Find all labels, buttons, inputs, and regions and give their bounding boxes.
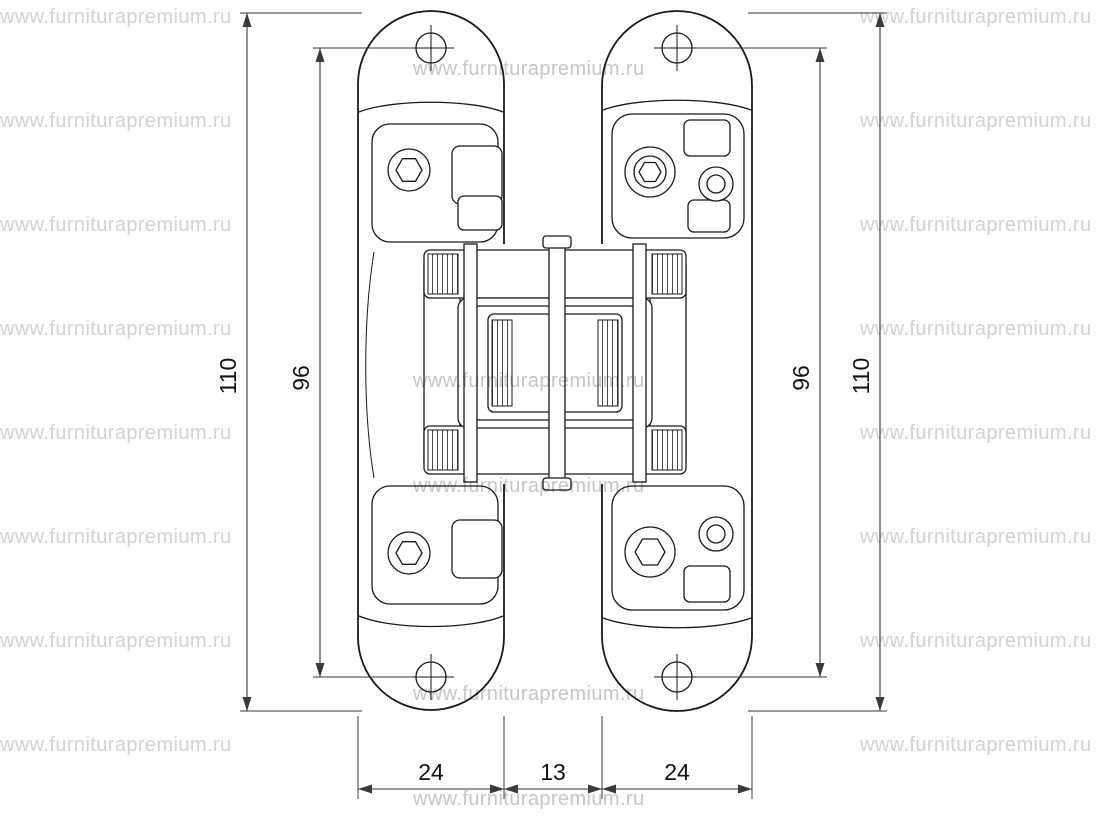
right-top-adjust-screw xyxy=(698,166,734,202)
right-top-screw-hole xyxy=(654,25,700,71)
dimension-110-left: 110 xyxy=(215,12,362,712)
right-top-hex-bolt xyxy=(624,146,676,198)
dimension-label-110-right: 110 xyxy=(848,358,874,395)
left-bottom-hex-bolt xyxy=(387,531,431,575)
right-bottom-screw-hole xyxy=(654,654,700,700)
linkage-center-pivot xyxy=(548,239,566,489)
left-top-screw-hole xyxy=(408,25,454,71)
dimension-96-left: 96 xyxy=(288,47,412,678)
dimension-label-24-right: 24 xyxy=(664,759,690,785)
dimension-96-right: 96 xyxy=(696,47,827,678)
dimension-label-96-right: 96 xyxy=(788,365,814,391)
linkage-right-pin xyxy=(632,243,647,483)
hinge-linkage-mechanism xyxy=(423,235,687,491)
dimension-label-24-left: 24 xyxy=(418,759,444,785)
linkage-left-pin xyxy=(463,243,478,483)
right-bottom-adjust-screw xyxy=(698,516,734,552)
dimension-label-13-center: 13 xyxy=(540,759,566,785)
dimension-110-right: 110 xyxy=(748,12,887,712)
dimension-bottom-widths: 24 13 24 xyxy=(357,716,753,799)
left-top-hex-bolt xyxy=(387,148,431,192)
dimension-label-96-left: 96 xyxy=(288,365,314,391)
left-bottom-screw-hole xyxy=(408,654,454,700)
dimension-label-110-left: 110 xyxy=(215,358,241,395)
right-bottom-hex-bolt xyxy=(624,526,676,578)
